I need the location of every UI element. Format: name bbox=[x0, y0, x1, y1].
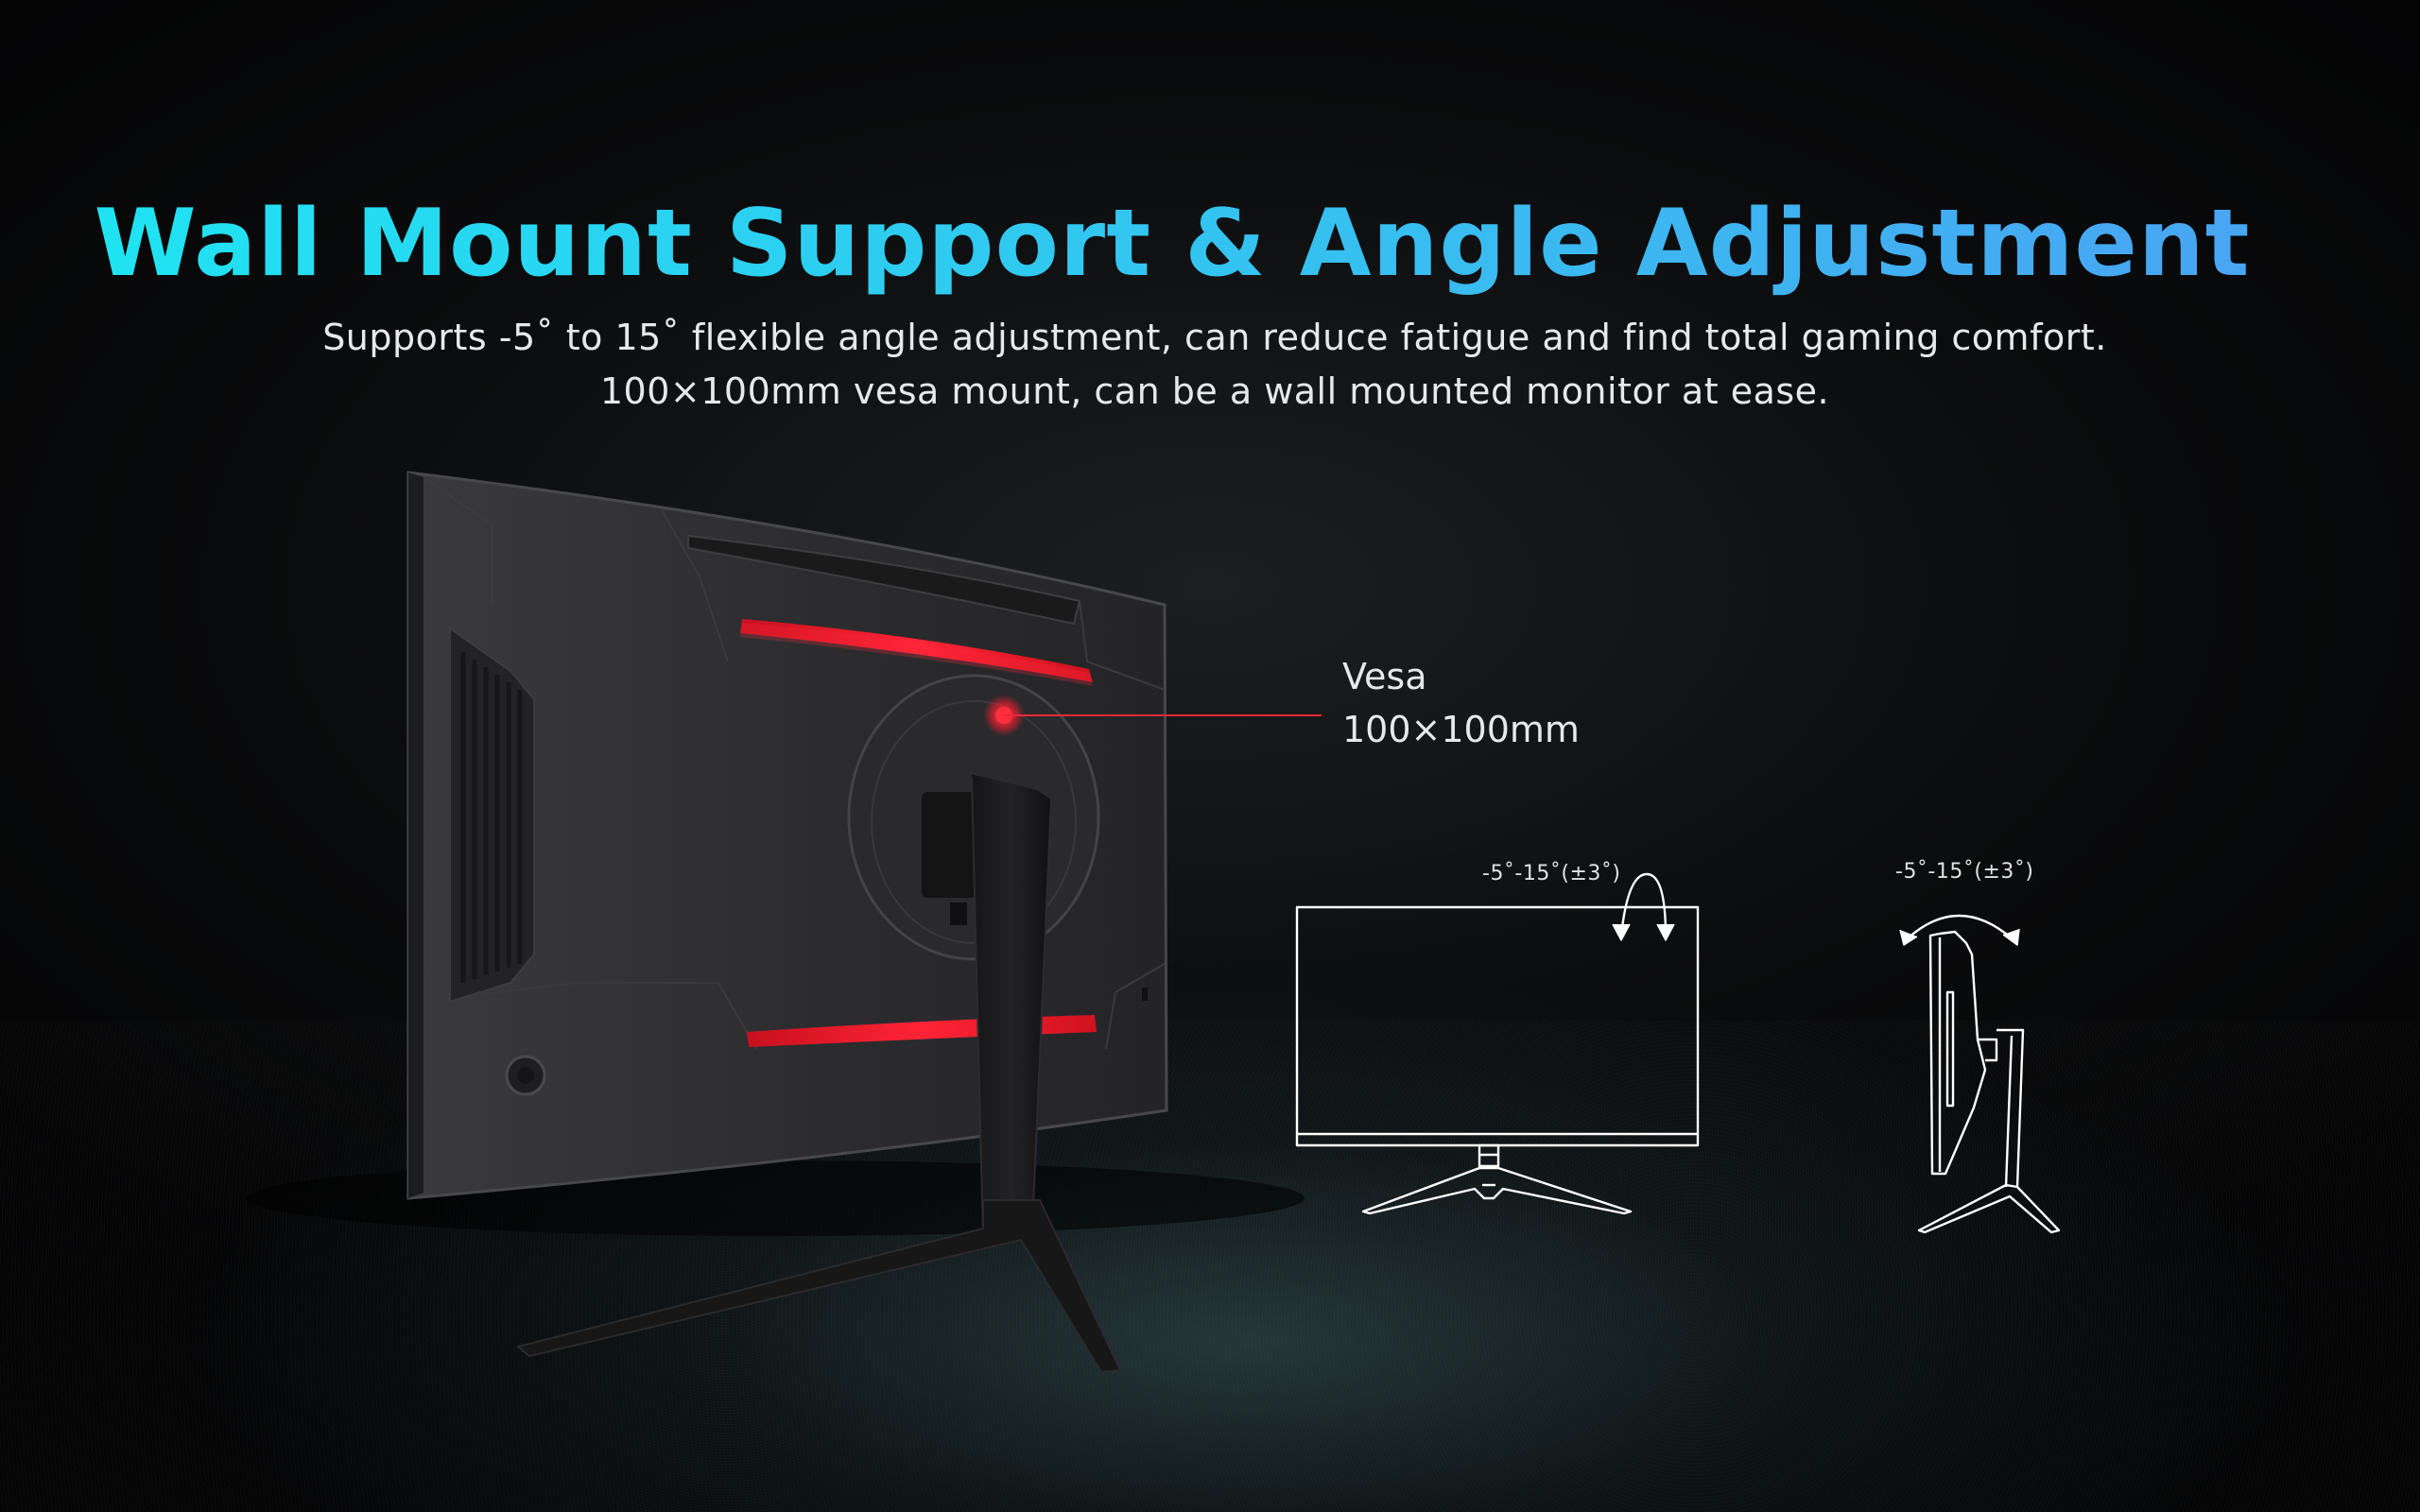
monitor-rear-view bbox=[246, 471, 1305, 1236]
side-monitor-outline bbox=[1928, 930, 1987, 1176]
front-view-diagram bbox=[1295, 872, 1700, 1215]
vesa-label: Vesa bbox=[1342, 656, 1427, 697]
front-monitor-outline bbox=[1295, 905, 1700, 1147]
front-tilt-range-label: -5˚-15˚(±3˚) bbox=[1482, 862, 1621, 885]
subtitle-line-2: 100×100mm vesa mount, can be a wall moun… bbox=[599, 370, 1830, 412]
vent-grille bbox=[449, 627, 535, 1004]
vesa-callout bbox=[983, 695, 1322, 736]
subtitle-line-1: Supports -5˚ to 15˚ flexible angle adjus… bbox=[322, 317, 2107, 358]
floor-texture bbox=[0, 1021, 2420, 1512]
monitor-stand bbox=[515, 767, 1122, 1374]
side-tilt-arrow-icon bbox=[1899, 914, 2020, 946]
vesa-size-label: 100×100mm bbox=[1342, 709, 1580, 750]
red-light-strip-top bbox=[740, 619, 1093, 682]
tilt-arrow-icon bbox=[1612, 872, 1675, 941]
side-tilt-range-label: -5˚-15˚(±3˚) bbox=[1895, 860, 2034, 884]
side-view-diagram bbox=[1899, 914, 2061, 1234]
headline: Wall Mount Support & Angle Adjustment bbox=[0, 187, 2344, 301]
